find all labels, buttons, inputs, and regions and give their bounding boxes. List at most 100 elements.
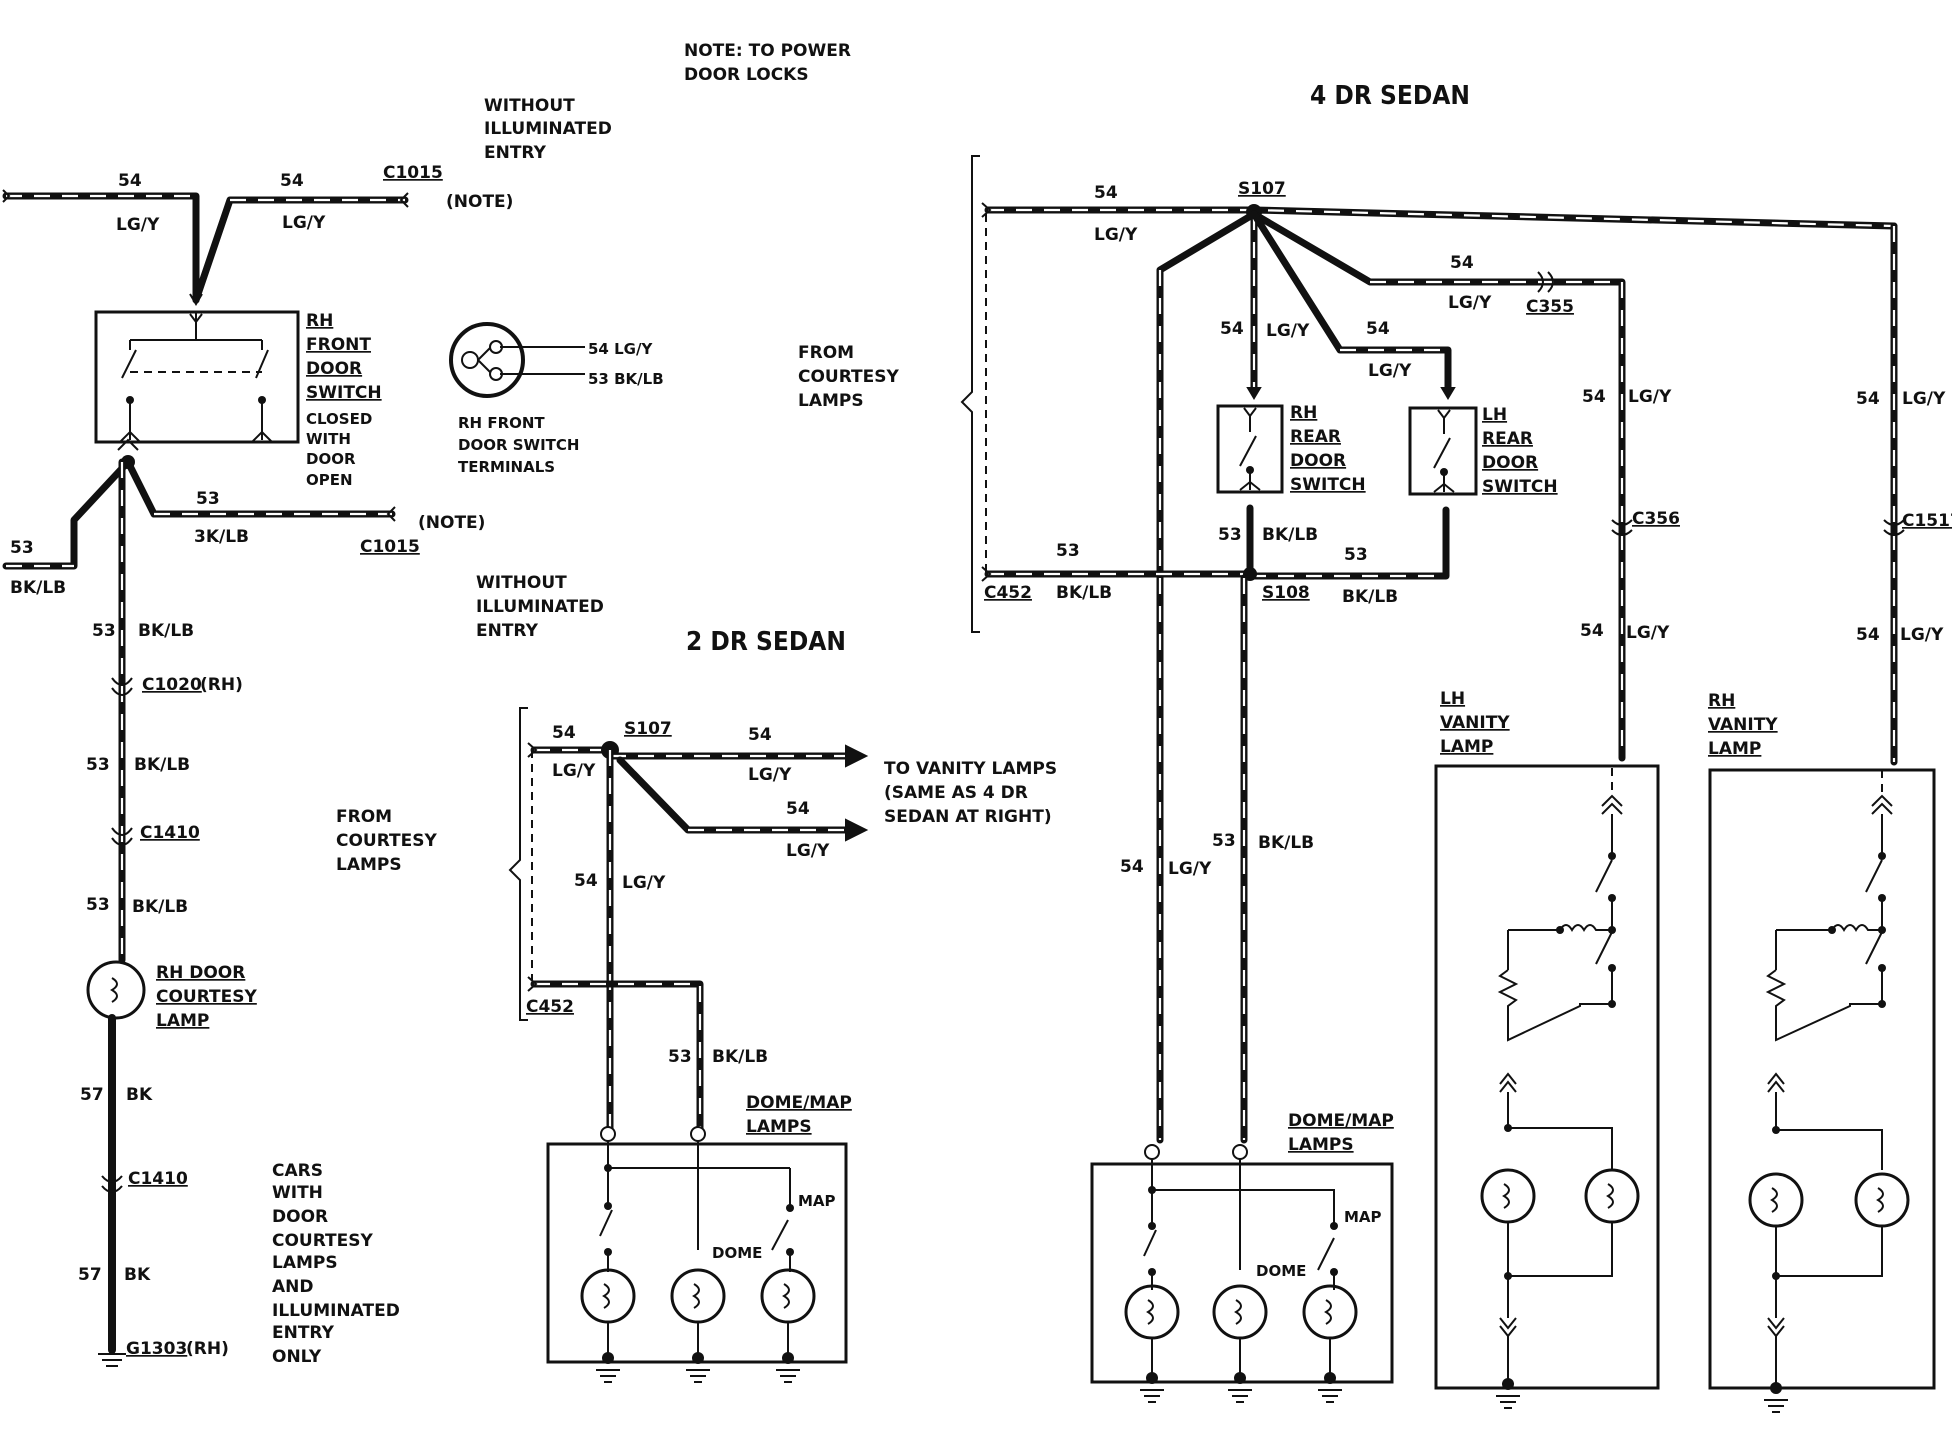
wire-color-lgy: LG/Y xyxy=(282,213,326,233)
note-line: LAMPS xyxy=(272,1253,338,1273)
wire-color-lgy: LG/Y xyxy=(116,215,160,235)
wire-color-lgy: LG/Y xyxy=(1902,389,1946,409)
note-line: DOOR LOCKS xyxy=(684,65,809,85)
note-ref: (NOTE) xyxy=(446,192,513,212)
component-note: RH FRONT xyxy=(458,414,545,432)
terminal-54: 54 LG/Y xyxy=(588,340,653,358)
connector-c452: C452 xyxy=(984,583,1032,603)
note-line: SEDAN AT RIGHT) xyxy=(884,807,1052,827)
component-label: SWITCH xyxy=(1482,477,1558,497)
note-line: WITHOUT xyxy=(484,96,575,116)
wire-color-bklb: BK/LB xyxy=(1262,525,1318,545)
lh-vanity-lamp xyxy=(1434,764,1660,1390)
splice-s107: S107 xyxy=(624,719,672,739)
dome-switch-label: DOME xyxy=(1256,1262,1306,1280)
component-note: CLOSED xyxy=(306,410,372,428)
wire-num-53: 53 xyxy=(1218,525,1242,545)
component-label: DOME/MAP xyxy=(746,1093,852,1113)
wire-color-lgy: LG/Y xyxy=(622,873,666,893)
wire-54-4dr-down xyxy=(1156,210,1258,1144)
splice-s108: S108 xyxy=(1262,583,1310,603)
wire-color-bk: BK xyxy=(126,1085,153,1105)
wire-num-54: 54 xyxy=(1450,253,1474,273)
note-line: ILLUMINATED xyxy=(272,1301,400,1321)
connector-c452: C452 xyxy=(526,997,574,1017)
component-label: LAMP xyxy=(1440,737,1493,757)
wire-color-bklb: BK/LB xyxy=(132,897,188,917)
note-line: CARS xyxy=(272,1161,323,1181)
wire-num-54: 54 xyxy=(748,725,772,745)
component-label: RH xyxy=(1290,403,1317,423)
component-label: VANITY xyxy=(1708,715,1778,735)
wire-num-54: 54 xyxy=(552,723,576,743)
note-line: ENTRY xyxy=(272,1323,335,1343)
wire-color-bklb: BK/LB xyxy=(712,1047,768,1067)
dome-map-lamps-4dr xyxy=(1090,1162,1394,1384)
map-switch-label: MAP xyxy=(1344,1208,1382,1226)
component-label: LAMPS xyxy=(1288,1135,1354,1155)
connector-c1410: C1410 xyxy=(140,823,200,843)
connector-c1015: C1015 xyxy=(360,537,420,557)
component-label: DOOR xyxy=(1290,451,1346,471)
wire-color-lgy: LG/Y xyxy=(1628,387,1672,407)
wire-color-lgy: LG/Y xyxy=(1168,859,1212,879)
component-label: REAR xyxy=(1482,429,1533,449)
note-line: TO VANITY LAMPS xyxy=(884,759,1057,779)
wire-num-54: 54 xyxy=(1580,621,1604,641)
connector-c1517: C1517 xyxy=(1902,511,1952,531)
connector-c1020: C1020 xyxy=(142,675,202,695)
component-label: DOOR xyxy=(306,359,362,379)
wire-num-53: 53 xyxy=(196,489,220,509)
note-line: AND xyxy=(272,1277,314,1297)
component-label: REAR xyxy=(1290,427,1341,447)
wire-num-54: 54 xyxy=(1856,389,1880,409)
component-label: RH xyxy=(1708,691,1735,711)
two-door-sedan-section: 2 DR SEDAN FROM COURTESY LAMPS 54 LG/Y S… xyxy=(336,627,1057,1383)
component-label: LH xyxy=(1482,405,1507,425)
note-line: LAMPS xyxy=(336,855,402,875)
component-note: WITH xyxy=(306,430,351,448)
wire-num-54: 54 xyxy=(118,171,142,191)
wire-color-bklb: BK/LB xyxy=(134,755,190,775)
wire-color-bklb: BK/LB xyxy=(1056,583,1112,603)
wire-num-53: 53 xyxy=(1212,831,1236,851)
note-line: LAMPS xyxy=(798,391,864,411)
wire-num-54: 54 xyxy=(1582,387,1606,407)
note-line: FROM xyxy=(336,807,392,827)
note-line: ENTRY xyxy=(484,143,547,163)
note-line: COURTESY xyxy=(272,1231,374,1251)
terminal-53: 53 BK/LB xyxy=(588,370,664,388)
component-note: DOOR xyxy=(306,450,356,468)
wire-color-bklb: BK/LB xyxy=(10,578,66,598)
wire-color-bklb: BK/LB xyxy=(138,621,194,641)
wire-color-lgy: LG/Y xyxy=(1626,623,1670,643)
wire-color-lgy: LG/Y xyxy=(748,765,792,785)
wire-num-53: 53 xyxy=(1056,541,1080,561)
wire-num-54: 54 xyxy=(1220,319,1244,339)
wire-num-54: 54 xyxy=(574,871,598,891)
rh-front-door-switch-terminals xyxy=(449,322,585,398)
header-4dr-sedan: 4 DR SEDAN xyxy=(1310,81,1470,111)
four-door-sedan-section: 4 DR SEDAN FROM COURTESY LAMPS 54 LG/Y S… xyxy=(798,81,1952,1413)
wire-color-lgy: LG/Y xyxy=(552,761,596,781)
connector-suffix: (RH) xyxy=(200,675,243,695)
wire-color-lgy: LG/Y xyxy=(1368,361,1412,381)
wire-color-bklb: BK/LB xyxy=(1258,833,1314,853)
component-label: COURTESY xyxy=(156,987,258,1007)
component-note: OPEN xyxy=(306,471,353,489)
note-line: COURTESY xyxy=(336,831,438,851)
component-label: RH DOOR xyxy=(156,963,245,983)
note-line: ILLUMINATED xyxy=(484,119,612,139)
bulbs-2dr xyxy=(580,1268,816,1383)
connector-c355: C355 xyxy=(1526,297,1574,317)
wire-num-54: 54 xyxy=(1366,319,1390,339)
wire-num-54: 54 xyxy=(1856,625,1880,645)
rh-door-courtesy-lamp xyxy=(86,960,146,1020)
wire-num-53: 53 xyxy=(92,621,116,641)
wire-num-54: 54 xyxy=(786,799,810,819)
wire-num-53: 53 xyxy=(668,1047,692,1067)
map-switch-label: MAP xyxy=(798,1192,836,1210)
wire-54-2dr-vanity-lower xyxy=(616,756,856,834)
wire-color-bklb: BK/LB xyxy=(1342,587,1398,607)
wire-num-54: 54 xyxy=(1094,183,1118,203)
